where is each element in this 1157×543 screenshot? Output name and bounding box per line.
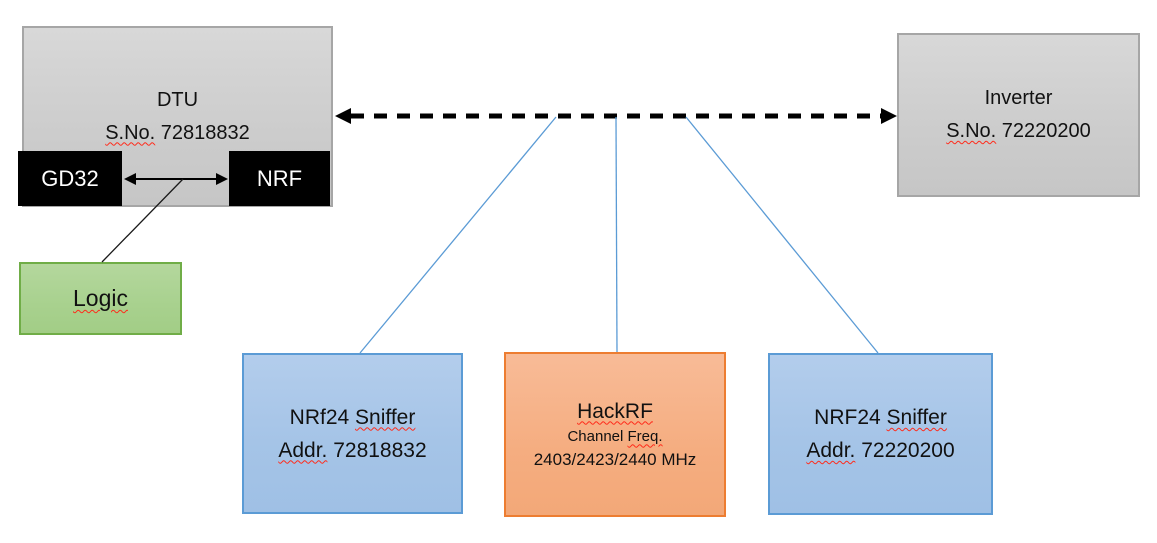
gd32-label: GD32 (41, 165, 99, 191)
gd32-chip: GD32 (18, 151, 122, 206)
dtu-serial-number: 72818832 (155, 121, 250, 144)
hackrf-frequencies: 2403/2423/2440 MHz (533, 449, 697, 469)
inverter-serial-label: S.No. (946, 120, 997, 142)
sniffer-right-title-word: Sniffer (886, 406, 947, 429)
hackrf-subtitle: Channel Freq. (567, 426, 662, 448)
inverter-serial-line: S.No. 72220200 (946, 115, 1091, 148)
tap-line-sniffer-left (359, 116, 557, 354)
sniffer-right-title: NRF24 Sniffer (814, 401, 947, 434)
hackrf-title: HackRF (577, 398, 653, 426)
dtu-inverter-dashed-arrow (335, 108, 897, 124)
hackrf-sub-prefix: Channel (567, 427, 628, 445)
logic-node: Logic (19, 262, 182, 335)
tap-line-sniffer-right (685, 116, 879, 354)
dtu-title: DTU (156, 88, 199, 111)
sniffer-right-title-prefix: NRF24 (814, 406, 887, 429)
sniffer-right-addr-label: Addr. (806, 439, 856, 462)
hackrf-sub-word: Freq. (627, 427, 663, 445)
sniffer-right-addr-line: Addr. 72220200 (806, 434, 954, 467)
hackrf-title-text: HackRF (577, 399, 653, 423)
nrf-label: NRF (256, 165, 303, 191)
inverter-serial-number: 72220200 (996, 120, 1091, 142)
sniffer-left-title-prefix: NRf24 (289, 405, 356, 429)
inverter-node: Inverter S.No. 72220200 (897, 33, 1140, 197)
sniffer-left-addr-line: Addr. 72818832 (278, 434, 426, 467)
dtu-serial-label: S.No. (105, 121, 156, 144)
dtu-serial-line: S.No. 72818832 (105, 117, 250, 150)
sniffer-left-node: NRf24 Sniffer Addr. 72818832 (242, 353, 463, 514)
sniffer-right-addr-number: 72220200 (855, 439, 955, 462)
nrf-chip: NRF (229, 151, 330, 206)
tap-line-hackrf (615, 116, 618, 353)
hackrf-node: HackRF Channel Freq. 2403/2423/2440 MHz (504, 352, 726, 517)
sniffer-left-title-word: Sniffer (355, 405, 416, 429)
sniffer-left-addr-label: Addr. (278, 438, 328, 462)
sniffer-right-node: NRF24 Sniffer Addr. 72220200 (768, 353, 993, 515)
sniffer-left-addr-number: 72818832 (327, 438, 427, 462)
sniffer-left-title: NRf24 Sniffer (290, 401, 416, 434)
logic-label: Logic (73, 285, 128, 311)
inverter-title: Inverter (984, 87, 1053, 109)
